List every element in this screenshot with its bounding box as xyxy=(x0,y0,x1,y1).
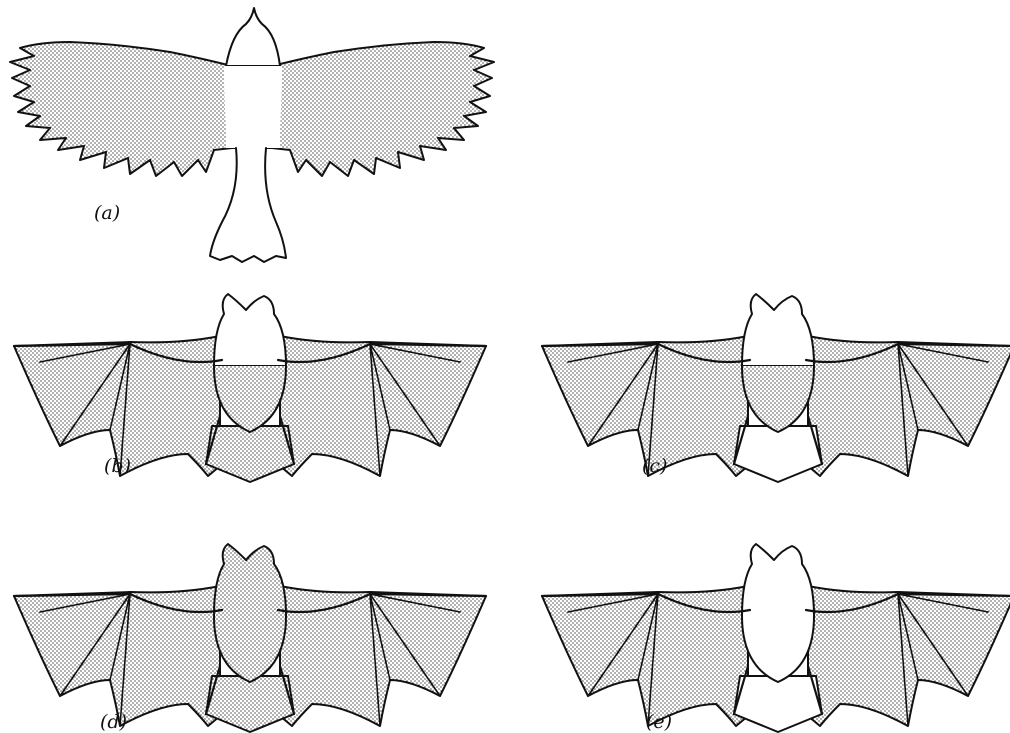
panel-b-bat: (b) xyxy=(14,294,486,482)
bird-head xyxy=(226,8,280,66)
bat-body xyxy=(214,294,286,432)
panel-c-bat: (c) xyxy=(542,294,1010,482)
bat-body xyxy=(742,294,814,432)
bat-tail-membrane xyxy=(734,426,822,482)
bat-wing-membrane xyxy=(14,586,220,726)
bat-wing-membrane xyxy=(542,586,748,726)
bird-tail xyxy=(210,148,286,262)
panel-label-a: (a) xyxy=(94,202,120,224)
panel-d-bat: (d) xyxy=(14,544,486,733)
panel-label-b: (b) xyxy=(104,455,131,477)
bat-body xyxy=(214,544,286,682)
bird-body xyxy=(224,66,282,148)
panel-label-c: (c) xyxy=(642,455,667,477)
panel-e-bat: (e) xyxy=(542,544,1010,733)
panel-label-d: (d) xyxy=(100,711,127,733)
bat-body xyxy=(742,544,814,682)
bat-tail-membrane xyxy=(206,426,294,482)
panel-label-e: (e) xyxy=(646,711,672,733)
panel-a-bird: (a) xyxy=(10,8,494,262)
bat-tail-membrane xyxy=(206,676,294,732)
bat-tail-membrane xyxy=(734,676,822,732)
